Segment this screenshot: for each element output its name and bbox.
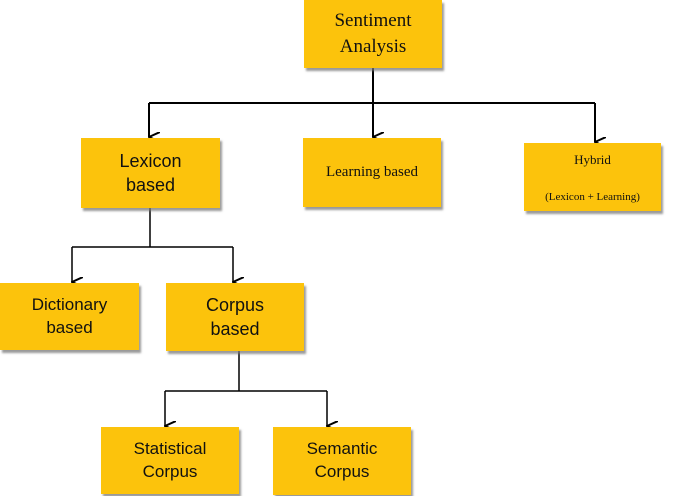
node-corpus-based: Corpus based xyxy=(166,283,304,351)
node-hybrid-content: Hybrid (Lexicon + Learning) xyxy=(545,149,640,205)
node-learning-based-label: Learning based xyxy=(325,164,419,181)
node-dictionary-based-label: Dictionary based xyxy=(31,294,108,337)
node-sentiment-analysis-label: Sentiment Analysis xyxy=(334,10,412,57)
node-dictionary-based: Dictionary based xyxy=(0,283,139,350)
node-sentiment-analysis: Sentiment Analysis xyxy=(304,0,442,68)
node-lexicon-based: Lexicon based xyxy=(81,138,220,208)
node-hybrid-subtitle: (Lexicon + Learning) xyxy=(545,191,640,204)
node-hybrid: Hybrid (Lexicon + Learning) xyxy=(524,143,661,211)
node-statistical-corpus-label: Statistical Corpus xyxy=(133,438,207,481)
node-hybrid-title: Hybrid xyxy=(574,152,611,167)
node-semantic-corpus-label: Semantic Corpus xyxy=(306,439,378,481)
node-lexicon-based-label: Lexicon based xyxy=(119,150,182,195)
node-learning-based: Learning based xyxy=(303,138,441,207)
node-corpus-based-label: Corpus based xyxy=(205,294,265,339)
node-statistical-corpus: Statistical Corpus xyxy=(101,427,239,494)
node-semantic-corpus: Semantic Corpus xyxy=(273,427,411,495)
